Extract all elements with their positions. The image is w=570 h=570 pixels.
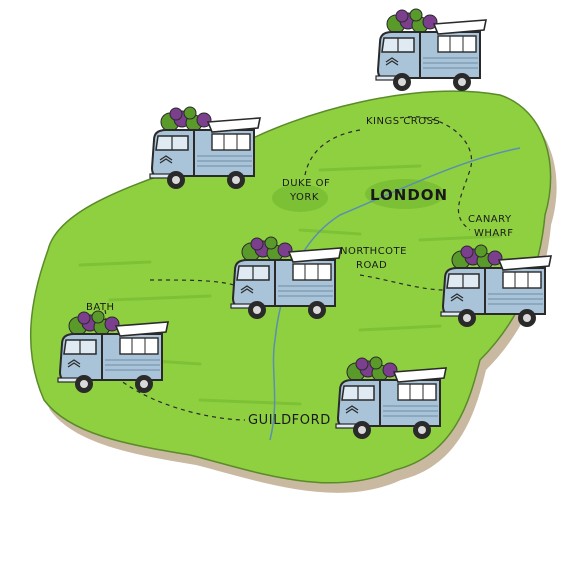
label-guildford: GUILDFORD	[248, 413, 331, 428]
food-truck-icon	[335, 356, 447, 440]
label-kings-cross: KINGS CROSS	[366, 116, 440, 127]
food-truck-icon	[149, 106, 261, 190]
label-duke-of-york-2: YORK	[289, 192, 319, 203]
food-truck-icon	[375, 8, 487, 92]
label-london: LONDON	[370, 186, 448, 204]
food-truck-icon	[230, 236, 342, 320]
label-northcote-road-1: NORTHCOTE	[340, 246, 407, 257]
label-northcote-road-2: ROAD	[356, 260, 387, 271]
grass-texture	[78, 164, 502, 406]
food-truck-icon	[440, 244, 552, 328]
label-duke-of-york-1: DUKE OF	[282, 178, 330, 189]
london-patch	[365, 179, 445, 209]
label-canary-wharf-2: WHARF	[474, 228, 513, 239]
label-canary-wharf-1: CANARY	[468, 214, 512, 225]
food-truck-icon	[57, 310, 169, 394]
duke-of-york-patch	[272, 184, 328, 212]
label-bath: BATH	[86, 302, 115, 313]
